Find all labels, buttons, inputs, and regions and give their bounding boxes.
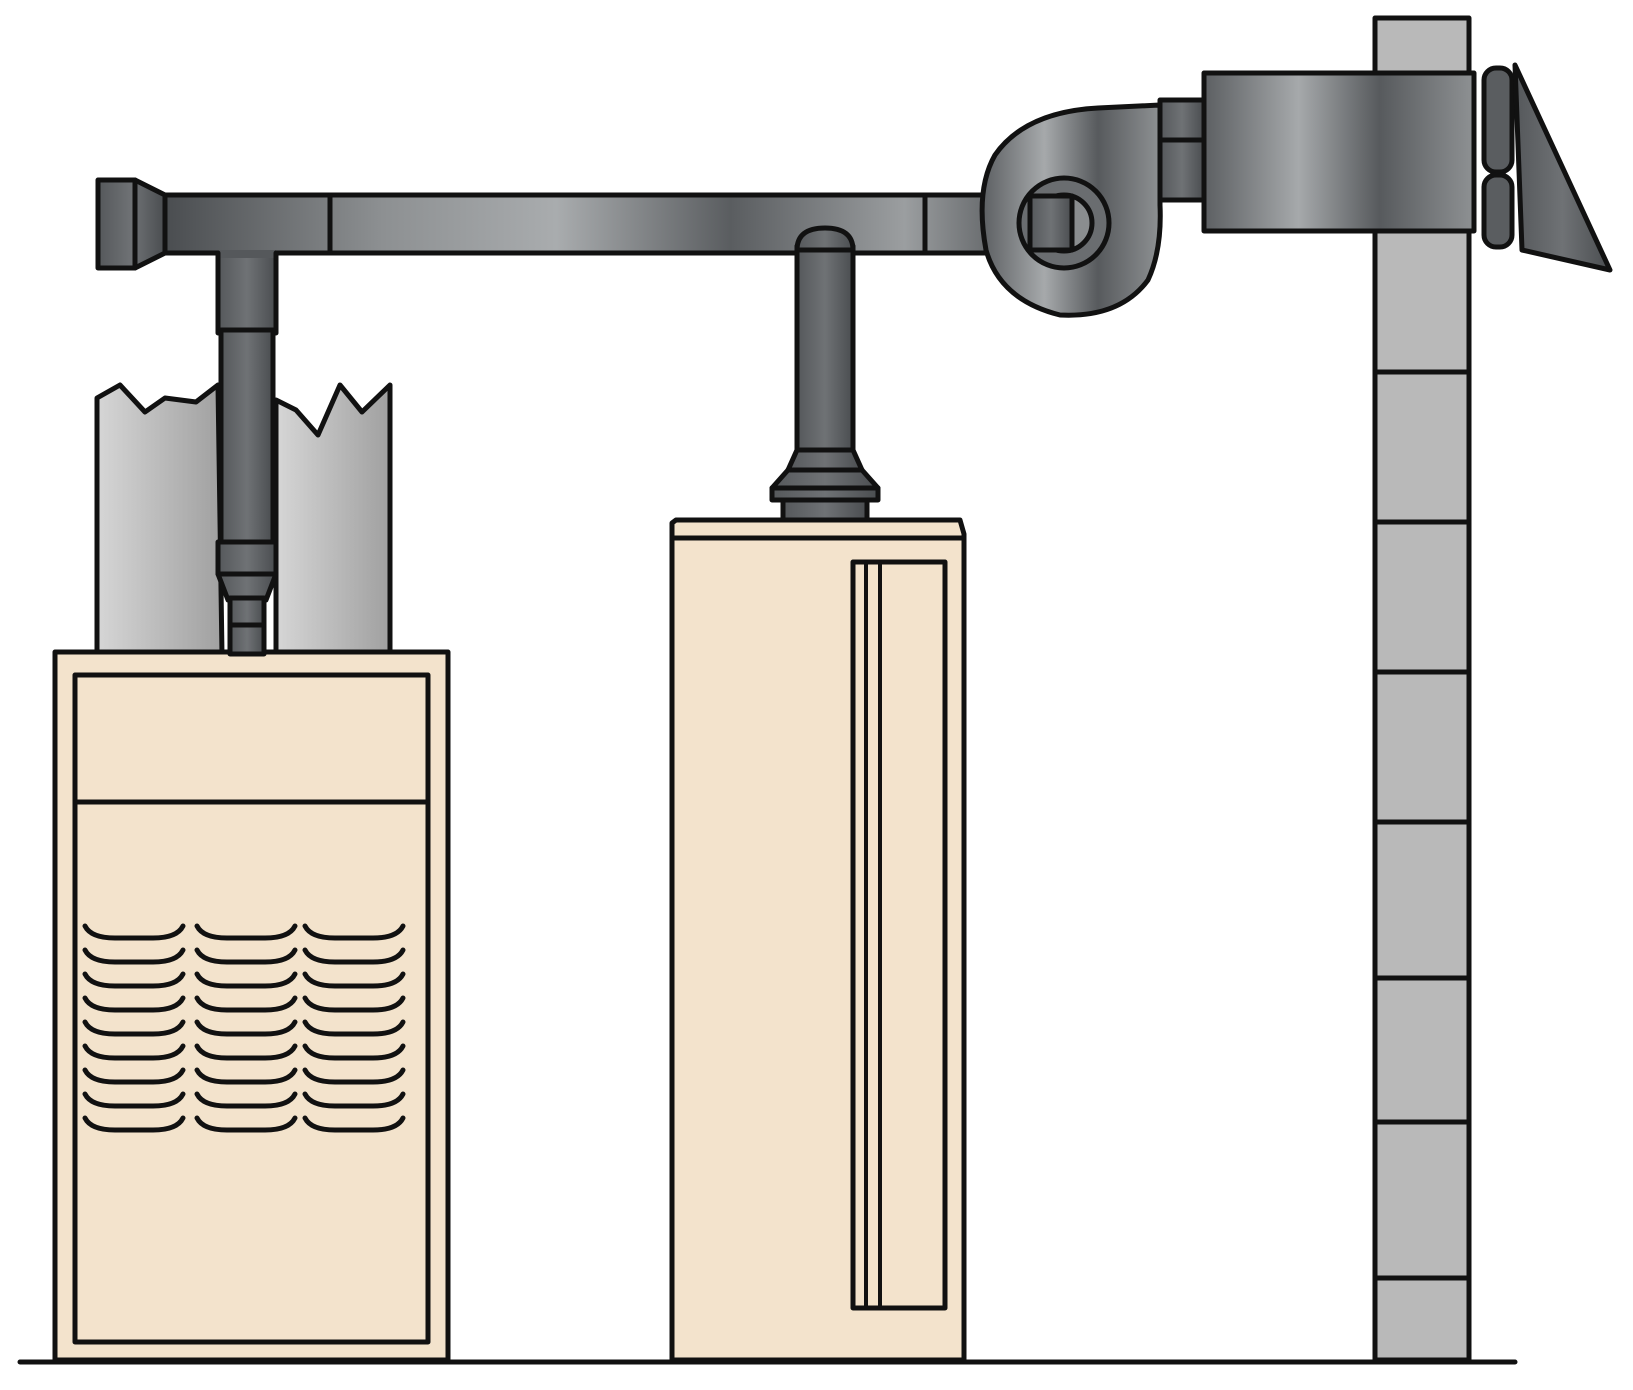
louver-slot [194, 1091, 298, 1109]
louver-slot [194, 971, 298, 989]
furnace-vent-pipe [215, 250, 279, 657]
louver-slot [302, 1115, 406, 1133]
louver-slot [194, 1115, 298, 1133]
louver-slot [302, 971, 406, 989]
louver-slot [82, 947, 186, 965]
water-heater-vent-pipe [769, 225, 881, 523]
louver-slot [82, 1115, 186, 1133]
louver-slot [194, 1043, 298, 1061]
chimney-block-joints [1372, 369, 1472, 1281]
louver-slot [82, 1067, 186, 1085]
louver-slot [194, 995, 298, 1013]
chimney [1372, 15, 1472, 1363]
louver-slot [82, 1019, 186, 1037]
louver-slot [194, 1019, 298, 1037]
louver-slot [82, 971, 186, 989]
louver-slot [302, 1067, 406, 1085]
horizontal-vent-connector [95, 177, 1038, 271]
furnace-louvers [82, 923, 406, 1133]
louver-slot [302, 995, 406, 1013]
louver-slot [302, 1043, 406, 1061]
louver-slot [302, 923, 406, 941]
power-vent-fan [979, 62, 1613, 318]
louver-slot [82, 1043, 186, 1061]
louver-slot [82, 923, 186, 941]
louver-slot [82, 1091, 186, 1109]
louver-slot [302, 1091, 406, 1109]
louver-slot [194, 947, 298, 965]
louver-slot [82, 995, 186, 1013]
water-heater [669, 517, 967, 1363]
louver-slot [194, 923, 298, 941]
louver-slot [302, 947, 406, 965]
louver-slot [302, 1019, 406, 1037]
louver-slot [194, 1067, 298, 1085]
furnace [52, 649, 451, 1363]
